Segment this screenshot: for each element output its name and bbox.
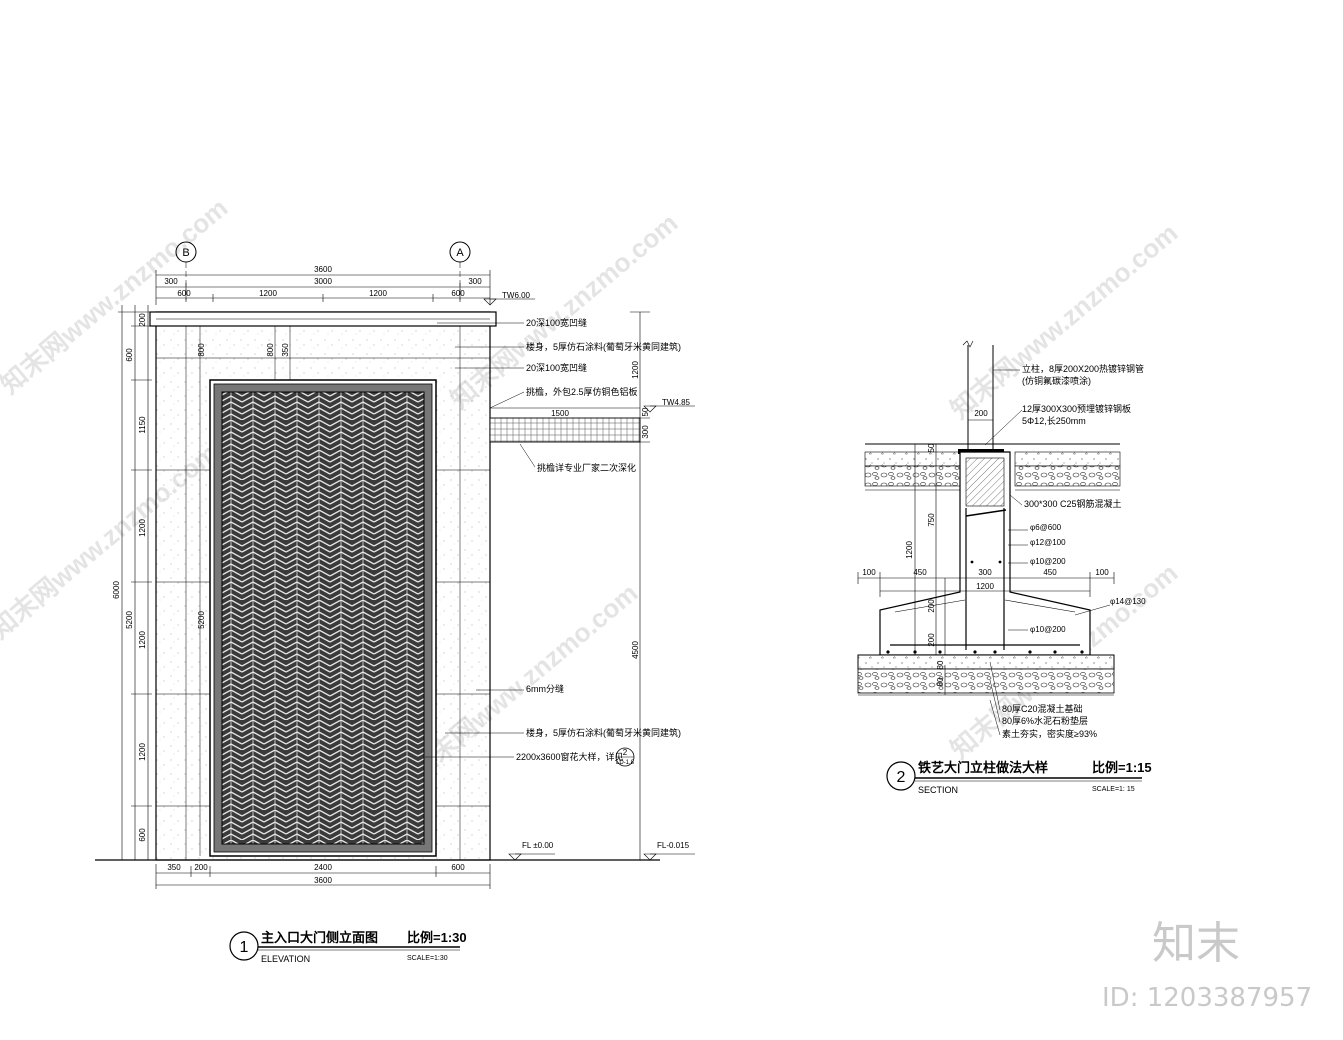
grid-label-a: A [456,247,464,259]
title-number: 1 [240,939,249,956]
drawing-subtitle: ELEVATION [261,954,310,964]
callout-note: 楼身，5厚仿石涂料(葡萄牙米黄同建筑) [526,727,681,738]
callout-note: 楼身，5厚仿石涂料(葡萄牙米黄同建筑) [526,341,681,352]
drawing-2-labels: 立柱，8厚200X200热镀锌钢管 (仿铜氟碳漆喷涂) 12厚300X300预埋… [862,363,1151,795]
level-label: FL ±0.00 [522,841,554,850]
dim-label: 3600 [314,876,332,885]
dim-label: 200 [138,313,147,327]
dim-label: 200 [927,633,936,647]
dim-label: 600 [138,828,147,842]
drawing-title: 主入口大门侧立面图 [261,930,378,945]
level-label: TW4.85 [662,398,691,407]
dim-label: 800 [197,343,206,357]
dim-label: 1200 [905,541,914,559]
callout-note: 6mm分缝 [526,683,564,694]
dim-label: 1500 [551,409,569,418]
callout-note: 300*300 C25钢筋混凝土 [1024,498,1122,509]
ref-bubble-bottom: LD-1.8 [616,760,635,766]
dim-label: 350 [167,863,181,872]
callout-note: 素土夯实，密实度≥93% [1002,728,1097,739]
dim-label: 750 [927,513,936,527]
title-number: 2 [897,769,906,786]
dim-label: 5200 [125,611,134,629]
callout-note: 立柱，8厚200X200热镀锌钢管 [1022,363,1144,374]
rebar-label: φ14@130 [1110,597,1146,606]
rebar-label: φ10@200 [1030,625,1066,634]
dim-label: 200 [927,599,936,613]
dim-label: 100 [1095,568,1109,577]
callout-note: 80厚6%水泥石粉垫层 [1002,715,1088,726]
dim-label: 200 [974,409,988,418]
callout-note: (仿铜氟碳漆喷涂) [1022,375,1091,386]
dim-label: 1150 [138,416,147,434]
dim-label: 80 [936,660,945,669]
callout-note: 20深100宽凹缝 [526,362,587,373]
title-number-circle [229,931,259,961]
dim-label: 1200 [369,289,387,298]
dim-label: 100 [862,568,876,577]
dim-label: 300 [641,425,650,439]
dim-label: 1200 [631,361,640,379]
drawing-1-elevation [95,241,695,889]
dim-label: 50 [641,407,650,416]
dim-label: 300 [164,277,178,286]
dim-label: 1200 [138,631,147,649]
dim-label: 200 [194,863,208,872]
dim-label: 1200 [976,582,994,591]
drawing-1-labels: B A 3600 300 3000 300 600 1200 1200 600 … [112,247,691,964]
drawing-subtitle: SECTION [918,785,958,795]
dim-label: 3000 [314,277,332,286]
rebar-label: φ10@200 [1030,557,1066,566]
callout-note: 挑檐详专业厂家二次深化 [537,462,636,473]
dim-label: 5200 [197,611,206,629]
drawing-scale: 比例=1:30 [407,930,467,945]
dim-label: 800 [266,343,275,357]
dim-label: 450 [913,568,927,577]
title-number-circle [886,761,916,791]
grid-label-b: B [182,247,189,259]
drawing-scale: 比例=1:15 [1092,760,1152,775]
dim-label: 300 [978,568,992,577]
dim-label: 6000 [112,581,121,599]
dim-label: 600 [177,289,191,298]
callout-note: 80厚C20混凝土基础 [1002,703,1083,714]
callout-note: 5Φ12,长250mm [1022,415,1086,426]
callout-note: 2200x3600窗花大样，详见 [516,751,624,762]
dim-label: 350 [281,343,290,357]
dim-label: 1200 [259,289,277,298]
callout-note: 12厚300X300预埋镀锌钢板 [1022,403,1131,414]
callout-note: 挑檐，外包2.5厚仿铜色铝板 [526,386,638,397]
dim-label: 600 [451,863,465,872]
callout-note: 20深100宽凹缝 [526,317,587,328]
dim-label: 4500 [631,641,640,659]
drawing-subscale: SCALE=1:30 [407,955,448,962]
drawing-2-section [857,340,1121,736]
level-label: FL-0.015 [657,841,690,850]
dim-label: 2400 [314,863,332,872]
rebar-label: φ12@100 [1030,538,1066,547]
dim-label: 300 [468,277,482,286]
dim-label: 600 [451,289,465,298]
rebar-label: φ6@600 [1030,523,1062,532]
level-label: TW6.00 [502,291,531,300]
image-id-text: ID: 1203387957 [1102,983,1312,1013]
dim-label: 1200 [138,519,147,537]
brand-logo-text: 知末 [1152,918,1240,969]
watermark-text: 知末网www.znzmo.com [945,217,1184,424]
dim-label: 80 [936,677,945,686]
dim-label: 600 [125,348,134,362]
drawing-title: 铁艺大门立柱做法大样 [917,760,1048,775]
dim-label: 50 [927,443,936,452]
dim-label: 1200 [138,743,147,761]
dim-label: 3600 [314,265,332,274]
dim-label: 450 [1043,568,1057,577]
drawing-subscale: SCALE=1: 15 [1092,786,1135,793]
ref-bubble-top: 2 [623,748,628,757]
